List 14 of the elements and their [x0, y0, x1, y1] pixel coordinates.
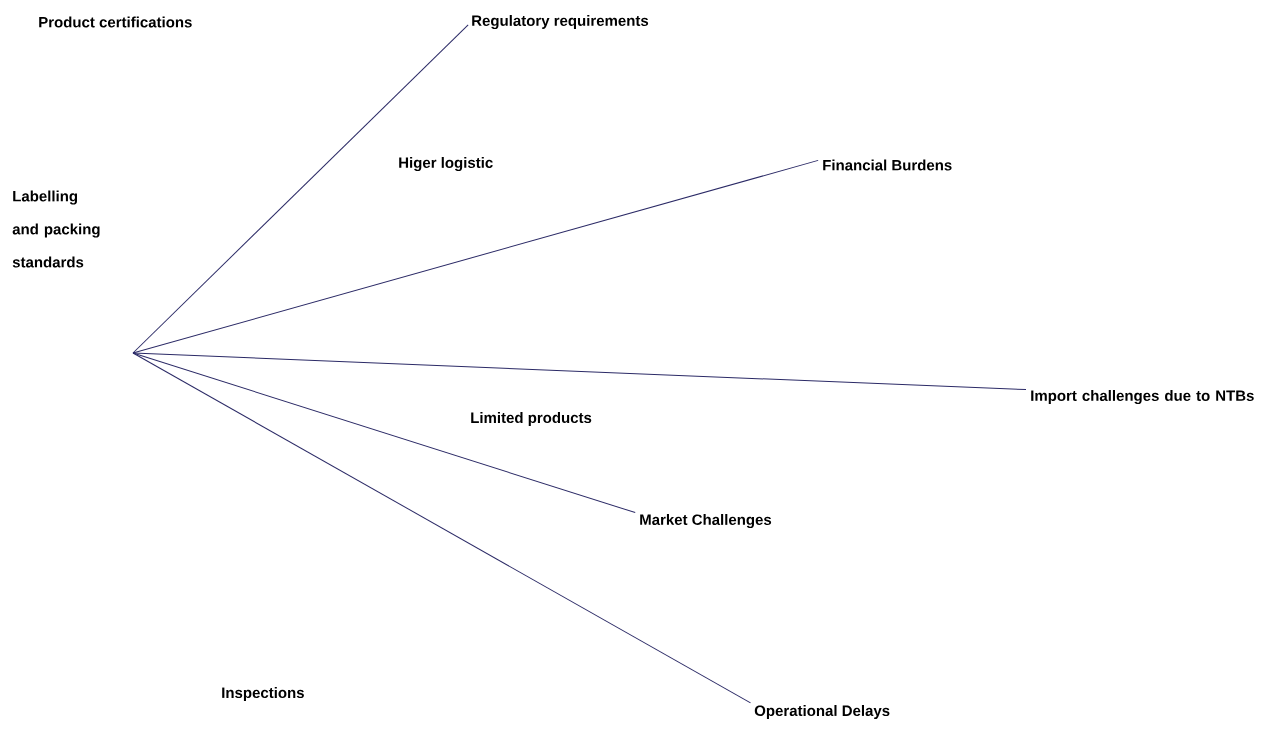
node-label: Product certifications: [39, 16, 192, 28]
line: [132, 352, 752, 704]
line: [132, 352, 1027, 391]
node-label: Market Challenges: [640, 514, 772, 529]
node-label: Import challenges due to NTBs: [1031, 390, 1254, 405]
node-label: Regulatory requirements: [472, 15, 649, 30]
node-label: Limited products: [471, 412, 592, 426]
node-label: Higer logistic: [399, 157, 493, 172]
node-label: Labelling and packing standards: [12, 190, 100, 268]
node-label: Inspections: [222, 687, 304, 701]
node-label: Operational Delays: [754, 705, 890, 719]
line: [132, 24, 469, 354]
node-label: Financial Burdens: [823, 159, 952, 171]
line: [132, 352, 636, 514]
